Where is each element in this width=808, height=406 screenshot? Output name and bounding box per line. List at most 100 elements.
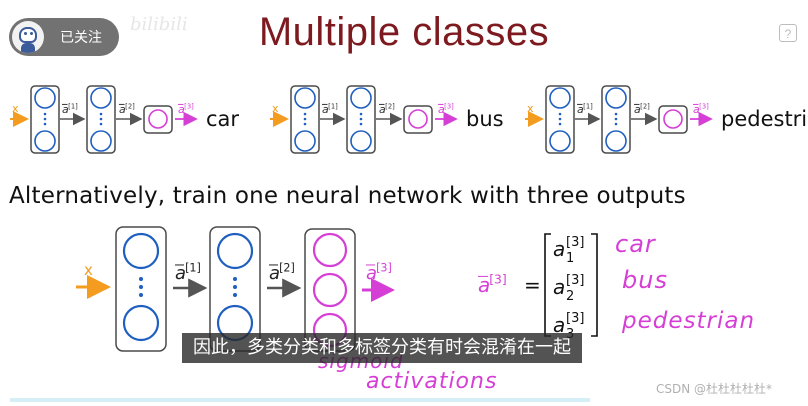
small-network-1-neuron-bottom-2 (90, 130, 112, 152)
slide-title: Multiple classes (258, 10, 550, 54)
small-network-2-a1-label: a[1] (322, 102, 338, 116)
handwritten-annotations: carbuspedestriansigmoidactivations (318, 230, 755, 394)
small-network-3-neuron-bottom-1 (549, 130, 571, 152)
big-a2-label-base: a (269, 263, 280, 284)
small-network-2-a3-label: a[3] (438, 102, 454, 116)
small-network-1-a2-label-sup: [2] (125, 102, 135, 110)
small-network-3-a3-label-base: a (693, 103, 700, 116)
big-a1-label: a[1] (175, 261, 201, 284)
vector-entry-2-base: a (553, 275, 565, 299)
small-network-1-dot-1-2 (43, 117, 47, 121)
small-network-3-neuron-top-2 (605, 87, 627, 109)
small-network-3-dot-1-1 (558, 112, 562, 116)
small-network-2-dot-2-2 (359, 117, 363, 121)
follow-button[interactable]: 已关注 (9, 18, 119, 56)
small-network-1-a2-label-base: a (119, 103, 126, 116)
small-network-3-a3-label: a[3] (693, 102, 709, 116)
small-network-2-neuron-top-1 (294, 87, 316, 109)
small-network-2-neuron-bottom-1 (294, 130, 316, 152)
equation-left-bracket (544, 233, 551, 337)
equation-equals: = (524, 273, 541, 297)
small-network-3-a1-label-base: a (577, 103, 584, 116)
small-network-1-output-neuron (148, 109, 168, 129)
big-a2-label: a[2] (269, 261, 295, 284)
big-dot-1-3 (139, 293, 143, 297)
small-network-3-dot-1-2 (558, 117, 562, 121)
small-network-2-a2-label-base: a (379, 103, 386, 116)
small-network-1-a3-label: a[3] (178, 102, 194, 116)
vector-entry-1-sup: [3] (566, 235, 584, 250)
small-network-1-dot-1-1 (43, 112, 47, 116)
big-neuron-bottom-1 (122, 304, 160, 342)
video-subtitle: 因此，多类分类和多标签分类有时会混淆在一起 (182, 333, 582, 363)
small-network-2-output-neuron (408, 109, 428, 129)
handwritten-activations: activations (366, 369, 497, 394)
equation-lhs-sup: [3] (489, 272, 507, 287)
big-dot-2-3 (233, 293, 237, 297)
small-network-2-a1-label-sup: [1] (328, 102, 338, 110)
small-network-1-neuron-bottom-1 (34, 130, 56, 152)
video-progress-bar[interactable] (10, 398, 590, 402)
small-network-1-output-text: car (206, 107, 239, 131)
handwritten-car: car (615, 230, 657, 258)
small-network-1-neuron-top-2 (90, 87, 112, 109)
bilibili-watermark: bilibili (130, 14, 188, 35)
small-network-2-output-text: bus (466, 107, 504, 131)
small-network-3-dot-2-1 (614, 112, 618, 116)
big-a1-label-base: a (175, 263, 186, 284)
small-network-1-a3-label-base: a (178, 103, 185, 116)
small-network-1-a1-label-sup: [1] (68, 102, 78, 110)
handwritten-pedestrian: pedestrian (621, 308, 755, 334)
small-network-3-a1-label-sup: [1] (583, 102, 593, 110)
small-network-3-a2-label-sup: [2] (640, 102, 650, 110)
small-network-3-a2-label: a[2] (634, 102, 650, 116)
vector-entry-3-base: a (553, 313, 565, 337)
big-a3-label-sup: [3] (376, 261, 392, 274)
big-a3-label: a[3] (366, 261, 392, 284)
small-network-1-dot-2-1 (99, 112, 103, 116)
csdn-credit: CSDN @杜杜杜杜杜* (656, 382, 773, 396)
small-network-2-dot-2-3 (359, 122, 363, 126)
small-network-2-a3-label-sup: [3] (444, 102, 454, 110)
alternatively-text: Alternatively, train one neural network … (9, 183, 686, 209)
small-network-1-a3-label-sup: [3] (184, 102, 194, 110)
small-network-3-neuron-top-1 (549, 87, 571, 109)
small-network-2-a2-label-sup: [2] (385, 102, 395, 110)
small-network-3-dot-2-2 (614, 117, 618, 121)
small-network-2-a2-label: a[2] (379, 102, 395, 116)
small-network-2-dot-2-1 (359, 112, 363, 116)
vector-entry-2-sub: 2 (566, 289, 574, 304)
small-network-1-a1-label: a[1] (62, 102, 78, 116)
big-dot-1-2 (139, 285, 143, 289)
big-output-neuron-1 (312, 232, 348, 268)
handwritten-bus: bus (622, 266, 668, 294)
small-network-1-neuron-top-1 (34, 87, 56, 109)
small-network-3-neuron-bottom-2 (605, 130, 627, 152)
equation-right-bracket (591, 233, 598, 337)
small-network-2-dot-1-1 (303, 112, 307, 116)
small-network-2-a3-label-base: a (438, 103, 445, 116)
small-network-2-a1-label-base: a (322, 103, 329, 116)
big-output-neuron-2 (312, 272, 348, 308)
small-network-2-neuron-top-2 (350, 87, 372, 109)
small-network-3: xa[1]a[2]a[3]pedestria (525, 85, 808, 154)
small-network-2-neuron-bottom-2 (350, 130, 372, 152)
small-network-3-output-neuron (663, 109, 683, 129)
help-icon[interactable]: ? (779, 24, 797, 42)
small-network-1-dot-1-3 (43, 122, 47, 126)
vector-entry-1-base: a (553, 237, 565, 261)
small-network-1-a2-label: a[2] (119, 102, 135, 116)
big-a2-label-sup: [2] (279, 261, 295, 274)
vector-entry-2-sup: [3] (566, 273, 584, 288)
small-network-3-output-text: pedestria (721, 107, 808, 131)
small-network-3-input-label: x (527, 102, 534, 115)
small-network-2-input-label: x (272, 102, 279, 115)
big-a1-label-sup: [1] (185, 261, 201, 274)
